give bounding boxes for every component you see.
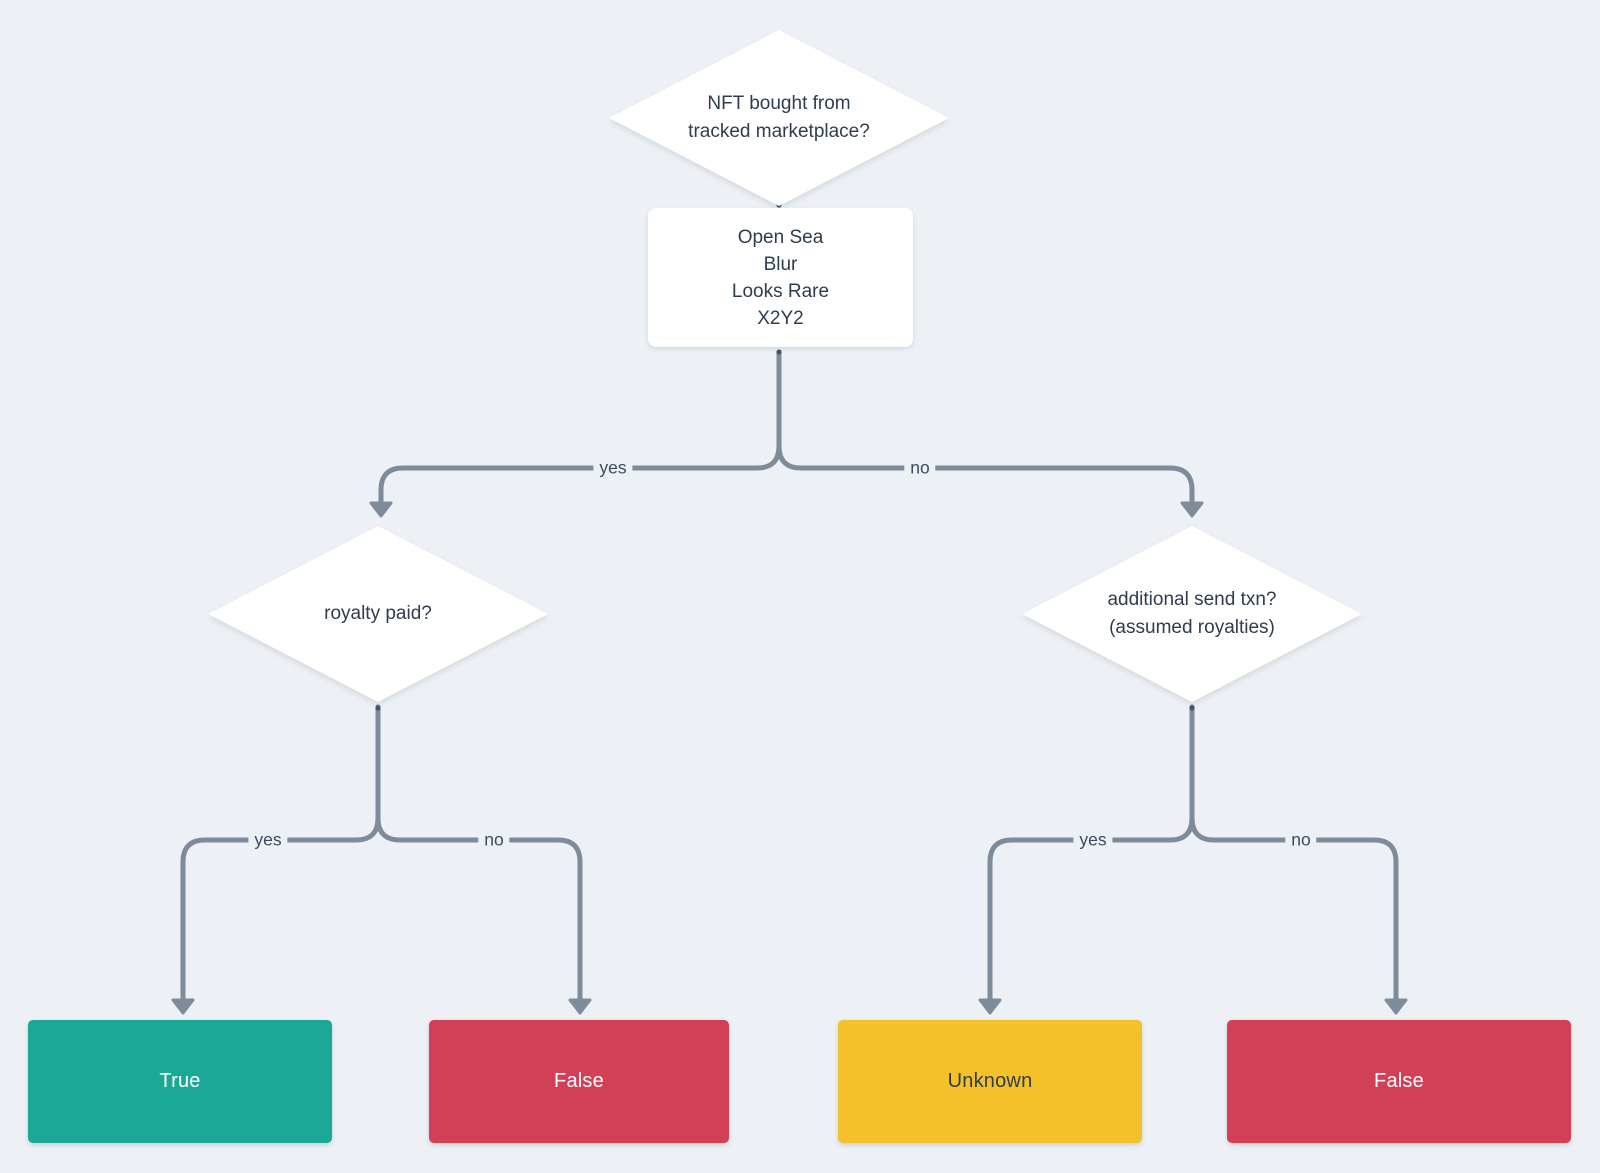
- result-label-unknown: Unknown: [947, 1070, 1033, 1092]
- result-box-false-right: False: [1227, 1020, 1571, 1143]
- edge-label-send-no: no: [1285, 829, 1317, 851]
- marketplace-item: Blur: [763, 253, 798, 275]
- result-box-true: True: [28, 1020, 332, 1143]
- edge-royalty-to-true: [180, 704, 381, 1002]
- root-question-line1: NFT bought from: [707, 93, 851, 114]
- diamond-send-txn-question: additional send txn? (assumed royalties): [1022, 526, 1362, 702]
- edge-label-send-yes: yes: [1073, 829, 1113, 851]
- arrowhead-icon: [1384, 998, 1408, 1015]
- result-label-true: True: [159, 1070, 201, 1092]
- arrowhead-icon: [1180, 501, 1204, 518]
- edge-label-royalty-yes: yes: [248, 829, 288, 851]
- result-label-false-left: False: [554, 1070, 604, 1092]
- root-question-line2: tracked marketplace?: [688, 121, 870, 142]
- arrowhead-icon: [568, 998, 592, 1015]
- connector-dot: [1189, 705, 1195, 711]
- marketplace-item: X2Y2: [757, 307, 804, 329]
- edge-root-to-royalty: [378, 350, 782, 504]
- edge-root-to-send-txn: [776, 350, 1195, 504]
- result-box-false-left: False: [429, 1020, 729, 1143]
- connector-dot: [375, 705, 381, 711]
- diamond-root-question: NFT bought from tracked marketplace?: [609, 30, 949, 206]
- send-txn-question-line1: additional send txn?: [1107, 589, 1277, 610]
- edge-label-root-yes: yes: [593, 457, 633, 479]
- edge-royalty-to-false: [375, 704, 583, 1002]
- arrowhead-icon: [171, 998, 195, 1015]
- edge-send-to-false: [1189, 704, 1399, 1002]
- arrowheads: [171, 501, 1408, 1015]
- result-label-false-right: False: [1374, 1070, 1424, 1092]
- result-box-unknown: Unknown: [838, 1020, 1142, 1143]
- diamond-royalty-question: royalty paid?: [208, 526, 548, 702]
- arrowhead-icon: [978, 998, 1002, 1015]
- edge-label-root-no: no: [904, 457, 936, 479]
- royalty-question-line1: royalty paid?: [324, 603, 432, 624]
- arrowhead-icon: [369, 501, 393, 518]
- connector-dot: [776, 349, 782, 355]
- box-marketplaces: Open Sea Blur Looks Rare X2Y2: [648, 208, 913, 347]
- marketplace-item: Looks Rare: [731, 280, 830, 302]
- edge-label-royalty-no: no: [478, 829, 510, 851]
- marketplace-item: Open Sea: [737, 226, 824, 248]
- send-txn-question-line2: (assumed royalties): [1109, 617, 1275, 638]
- edge-send-to-unknown: [987, 704, 1195, 1002]
